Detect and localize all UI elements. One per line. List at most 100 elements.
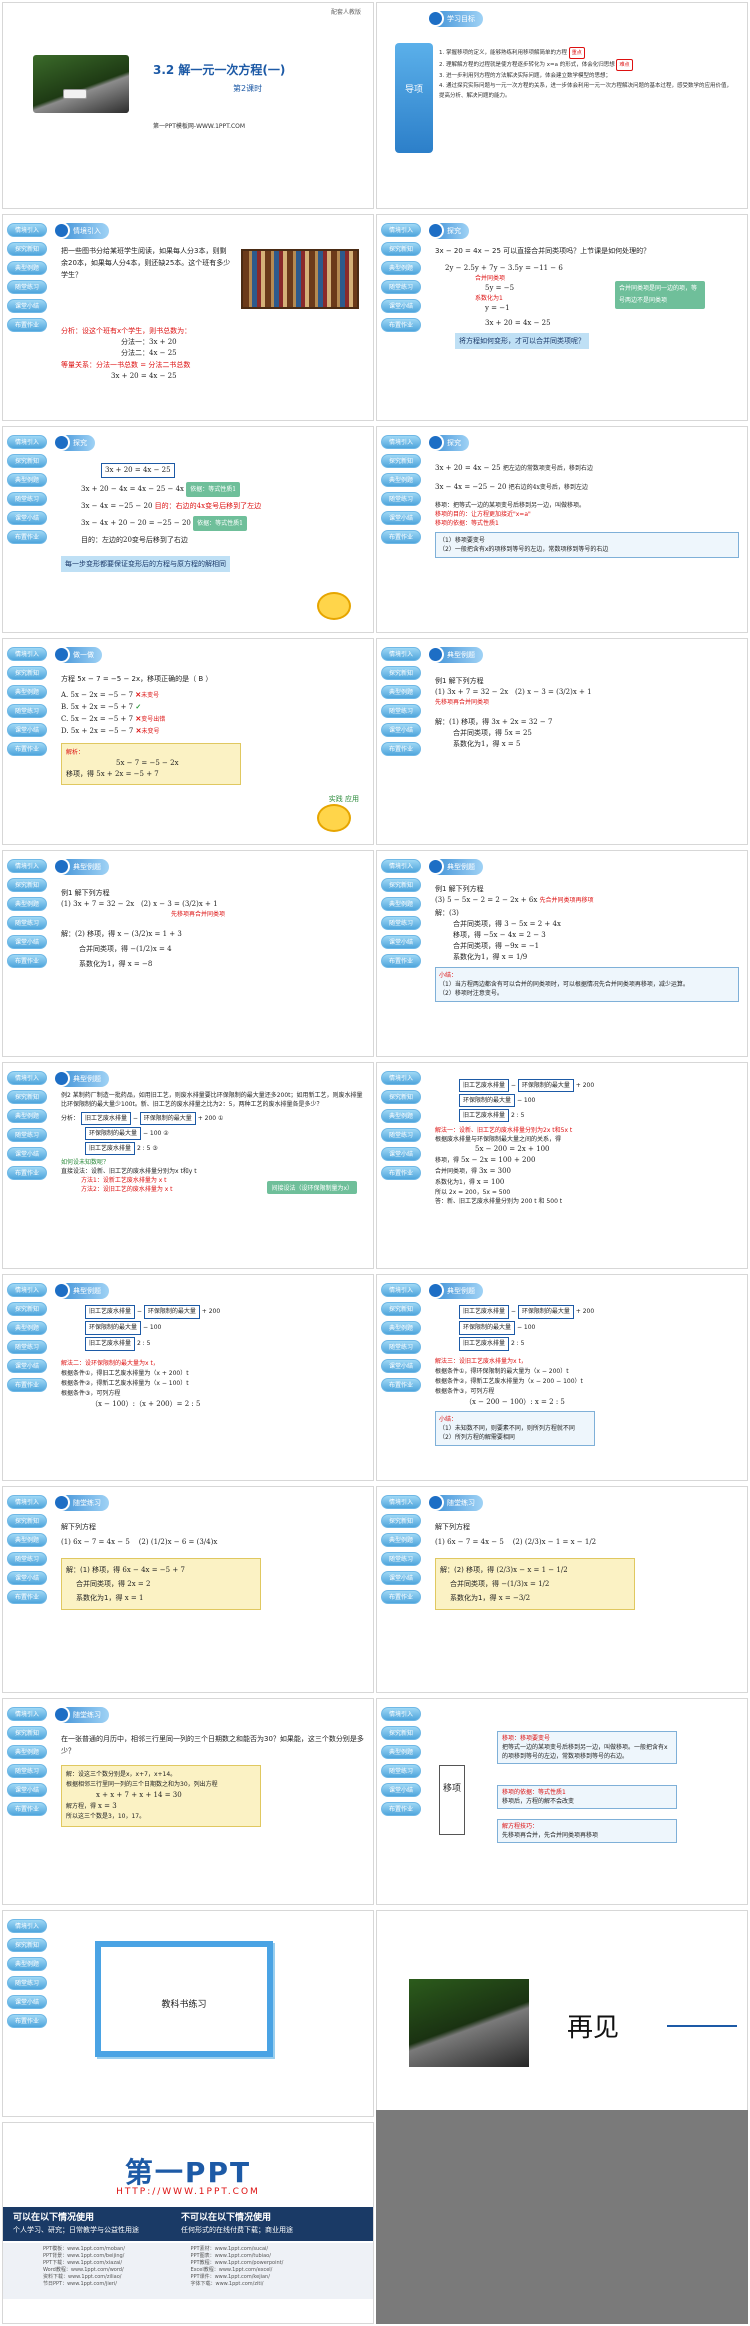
tab-intro[interactable]: 情境引入	[381, 435, 421, 449]
tab-practice[interactable]: 随堂练习	[7, 492, 47, 506]
tab-examples[interactable]: 典型例题	[7, 1957, 47, 1971]
tab-examples[interactable]: 典型例题	[7, 685, 47, 699]
link-item[interactable]: Word教程：www.1ppt.com/word/	[43, 2267, 124, 2273]
tab-examples[interactable]: 典型例题	[381, 685, 421, 699]
slide-explore-3[interactable]: 情境引入探究新知典型例题随堂练习课堂小结布置作业 探究 3x + 20 = 4x…	[376, 426, 748, 633]
tab-homework[interactable]: 布置作业	[381, 530, 421, 544]
tab-examples[interactable]: 典型例题	[381, 1109, 421, 1123]
tab-intro[interactable]: 情境引入	[7, 859, 47, 873]
tab-explore[interactable]: 探究新知	[7, 1938, 47, 1952]
tab-practice[interactable]: 随堂练习	[7, 1340, 47, 1354]
tab-summary[interactable]: 课堂小结	[381, 723, 421, 737]
tab-homework[interactable]: 布置作业	[7, 2014, 47, 2028]
slide-example-1a[interactable]: 情境引入探究新知典型例题随堂练习课堂小结布置作业 典型例题 例1 解下列方程 (…	[376, 638, 748, 845]
tab-practice[interactable]: 随堂练习	[7, 1976, 47, 1990]
tab-summary[interactable]: 课堂小结	[381, 1783, 421, 1797]
tab-intro[interactable]: 情境引入	[7, 1919, 47, 1933]
tab-summary[interactable]: 课堂小结	[381, 299, 421, 313]
slide-goodbye[interactable]: 再见	[376, 1910, 748, 2117]
slide-homework[interactable]: 情境引入探究新知典型例题随堂练习课堂小结布置作业 教科书练习	[2, 1910, 374, 2117]
tab-practice[interactable]: 随堂练习	[381, 1764, 421, 1778]
tab-explore[interactable]: 探究新知	[381, 666, 421, 680]
tab-examples[interactable]: 典型例题	[381, 261, 421, 275]
tab-practice[interactable]: 随堂练习	[381, 280, 421, 294]
option-a[interactable]: A. 5x − 2x = −5 − 7	[61, 691, 134, 699]
tab-practice[interactable]: 随堂练习	[7, 916, 47, 930]
tab-intro[interactable]: 情境引入	[7, 1495, 47, 1509]
slide-summary[interactable]: 情境引入探究新知典型例题随堂练习课堂小结布置作业 移项 移项：移项要变号把等式一…	[376, 1698, 748, 1905]
tab-homework[interactable]: 布置作业	[7, 742, 47, 756]
tab-summary[interactable]: 课堂小结	[381, 511, 421, 525]
tab-examples[interactable]: 典型例题	[7, 473, 47, 487]
tab-explore[interactable]: 探究新知	[381, 1302, 421, 1316]
slide-exercise[interactable]: 情境引入探究新知典型例题随堂练习课堂小结布置作业 做一做 方程 5x − 7 =…	[2, 638, 374, 845]
tab-summary[interactable]: 课堂小结	[381, 1571, 421, 1585]
tab-examples[interactable]: 典型例题	[7, 897, 47, 911]
tab-practice[interactable]: 随堂练习	[7, 1552, 47, 1566]
tab-explore[interactable]: 探究新知	[7, 1726, 47, 1740]
slide-explore-1[interactable]: 情境引入探究新知典型例题随堂练习课堂小结布置作业 探究 3x − 20 = 4x…	[376, 214, 748, 421]
tab-examples[interactable]: 典型例题	[381, 1321, 421, 1335]
tab-intro[interactable]: 情境引入	[381, 1495, 421, 1509]
tab-summary[interactable]: 课堂小结	[7, 1359, 47, 1373]
tab-homework[interactable]: 布置作业	[7, 954, 47, 968]
tab-examples[interactable]: 典型例题	[7, 261, 47, 275]
link-item[interactable]: PPT素材：www.1ppt.com/sucai/	[190, 2246, 269, 2252]
tab-examples[interactable]: 典型例题	[7, 1745, 47, 1759]
tab-intro[interactable]: 情境引入	[7, 1707, 47, 1721]
tab-homework[interactable]: 布置作业	[381, 1590, 421, 1604]
tab-homework[interactable]: 布置作业	[381, 1802, 421, 1816]
tab-practice[interactable]: 随堂练习	[381, 916, 421, 930]
tab-examples[interactable]: 典型例题	[381, 897, 421, 911]
link-item[interactable]: PPT模板：www.1ppt.com/moban/	[43, 2246, 125, 2252]
tab-examples[interactable]: 典型例题	[7, 1321, 47, 1335]
tab-summary[interactable]: 课堂小结	[381, 1359, 421, 1373]
slide-explore-2[interactable]: 情境引入探究新知典型例题随堂练习课堂小结布置作业 探究 3x + 20 = 4x…	[2, 426, 374, 633]
tab-homework[interactable]: 布置作业	[7, 318, 47, 332]
option-b[interactable]: B. 5x + 2x = −5 + 7	[61, 703, 134, 711]
slide-practice-1[interactable]: 情境引入探究新知典型例题随堂练习课堂小结布置作业 随堂练习 解下列方程 (1) …	[2, 1486, 374, 1693]
tab-practice[interactable]: 随堂练习	[381, 492, 421, 506]
slide-example-2-sol3[interactable]: 情境引入探究新知典型例题随堂练习课堂小结布置作业 典型例题 旧工艺废水排量 − …	[376, 1274, 748, 1481]
slide-example-2[interactable]: 情境引入探究新知典型例题随堂练习课堂小结布置作业 典型例题 例2 某制药厂制造一…	[2, 1062, 374, 1269]
slide-goals[interactable]: 学习目标 导项 1. 掌握移项的定义，能够熟练利用移项解简单的方程 重点 2. …	[376, 2, 748, 209]
option-c[interactable]: C. 5x − 2x = −5 + 7	[61, 715, 134, 723]
tab-intro[interactable]: 情境引入	[7, 1283, 47, 1297]
tab-intro[interactable]: 情境引入	[7, 647, 47, 661]
tab-practice[interactable]: 随堂练习	[381, 1552, 421, 1566]
tab-examples[interactable]: 典型例题	[7, 1109, 47, 1123]
tab-homework[interactable]: 布置作业	[7, 1166, 47, 1180]
link-item[interactable]: Excel教程：www.1ppt.com/excel/	[190, 2267, 273, 2273]
link-item[interactable]: PPT课件：www.1ppt.com/kejian/	[190, 2274, 270, 2280]
tab-summary[interactable]: 课堂小结	[7, 511, 47, 525]
tab-intro[interactable]: 情境引入	[381, 1283, 421, 1297]
tab-summary[interactable]: 课堂小结	[7, 935, 47, 949]
tab-homework[interactable]: 布置作业	[381, 742, 421, 756]
slide-intro[interactable]: 情境引入探究新知典型例题随堂练习课堂小结布置作业 情境引入 把一些图书分给某班学…	[2, 214, 374, 421]
slide-example-1b[interactable]: 情境引入探究新知典型例题随堂练习课堂小结布置作业 典型例题 例1 解下列方程 (…	[2, 850, 374, 1057]
tab-homework[interactable]: 布置作业	[7, 1802, 47, 1816]
tab-summary[interactable]: 课堂小结	[7, 723, 47, 737]
slide-cover[interactable]: 配套人教版 3.2 解一元一次方程(一) 第2课时 第一PPT模板网-WWW.1…	[2, 2, 374, 209]
tab-intro[interactable]: 情境引入	[381, 647, 421, 661]
tab-homework[interactable]: 布置作业	[381, 1378, 421, 1392]
link-item[interactable]: PPT教程：www.1ppt.com/powerpoint/	[190, 2260, 284, 2266]
link-item[interactable]: PPT下载：www.1ppt.com/xiazai/	[43, 2260, 123, 2266]
tab-examples[interactable]: 典型例题	[381, 473, 421, 487]
link-item[interactable]: 资料下载：www.1ppt.com/ziliao/	[43, 2274, 122, 2280]
link-item[interactable]: 节日PPT：www.1ppt.com/jieri/	[43, 2281, 117, 2287]
tab-intro[interactable]: 情境引入	[7, 435, 47, 449]
tab-summary[interactable]: 课堂小结	[381, 935, 421, 949]
brand-url[interactable]: HTTP://WWW.1PPT.COM	[116, 2187, 260, 2197]
tab-explore[interactable]: 探究新知	[381, 878, 421, 892]
link-item[interactable]: PPT背景：www.1ppt.com/beijing/	[43, 2253, 125, 2259]
tab-practice[interactable]: 随堂练习	[381, 704, 421, 718]
tab-practice[interactable]: 随堂练习	[7, 704, 47, 718]
tab-summary[interactable]: 课堂小结	[7, 299, 47, 313]
tab-homework[interactable]: 布置作业	[7, 1590, 47, 1604]
tab-explore[interactable]: 探究新知	[381, 1726, 421, 1740]
tab-summary[interactable]: 课堂小结	[7, 1783, 47, 1797]
tab-examples[interactable]: 典型例题	[381, 1533, 421, 1547]
tab-practice[interactable]: 随堂练习	[381, 1340, 421, 1354]
tab-homework[interactable]: 布置作业	[381, 318, 421, 332]
